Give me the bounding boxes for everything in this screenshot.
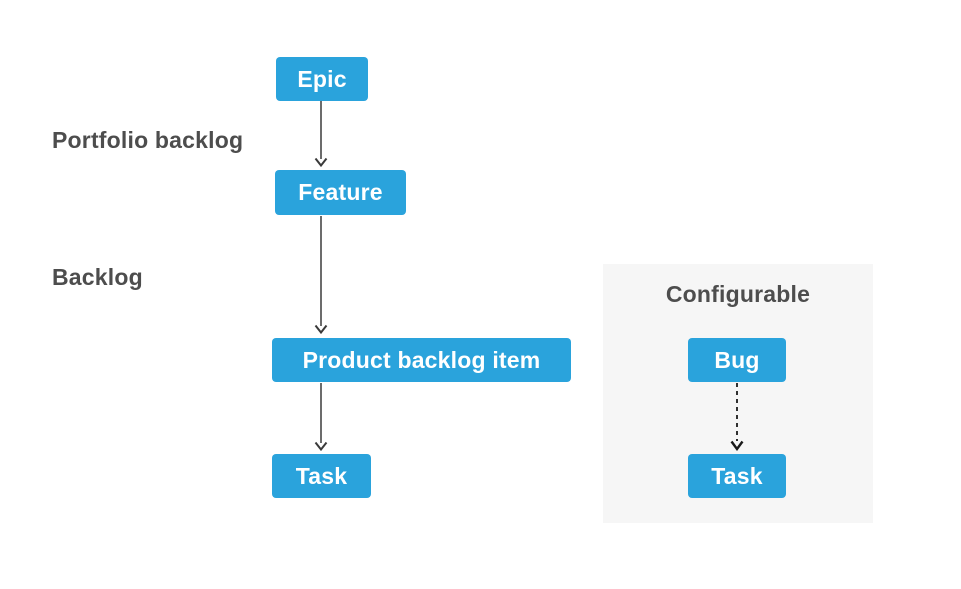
node-bug: Bug bbox=[688, 338, 786, 382]
arrow-bug-to-task-dashed-icon bbox=[730, 383, 744, 451]
portfolio-backlog-label: Portfolio backlog bbox=[52, 127, 244, 153]
arrow-epic-to-feature-icon bbox=[314, 101, 328, 167]
arrow-feature-to-product-backlog-item-icon bbox=[314, 216, 328, 334]
node-configurable-task: Task bbox=[688, 454, 786, 498]
node-feature: Feature bbox=[275, 170, 406, 215]
configurable-panel-title: Configurable bbox=[665, 281, 811, 307]
node-epic: Epic bbox=[276, 57, 368, 101]
arrow-product-backlog-item-to-task-icon bbox=[314, 383, 328, 451]
node-product-backlog-item: Product backlog item bbox=[272, 338, 571, 382]
node-task: Task bbox=[272, 454, 371, 498]
backlog-label: Backlog bbox=[52, 264, 143, 290]
